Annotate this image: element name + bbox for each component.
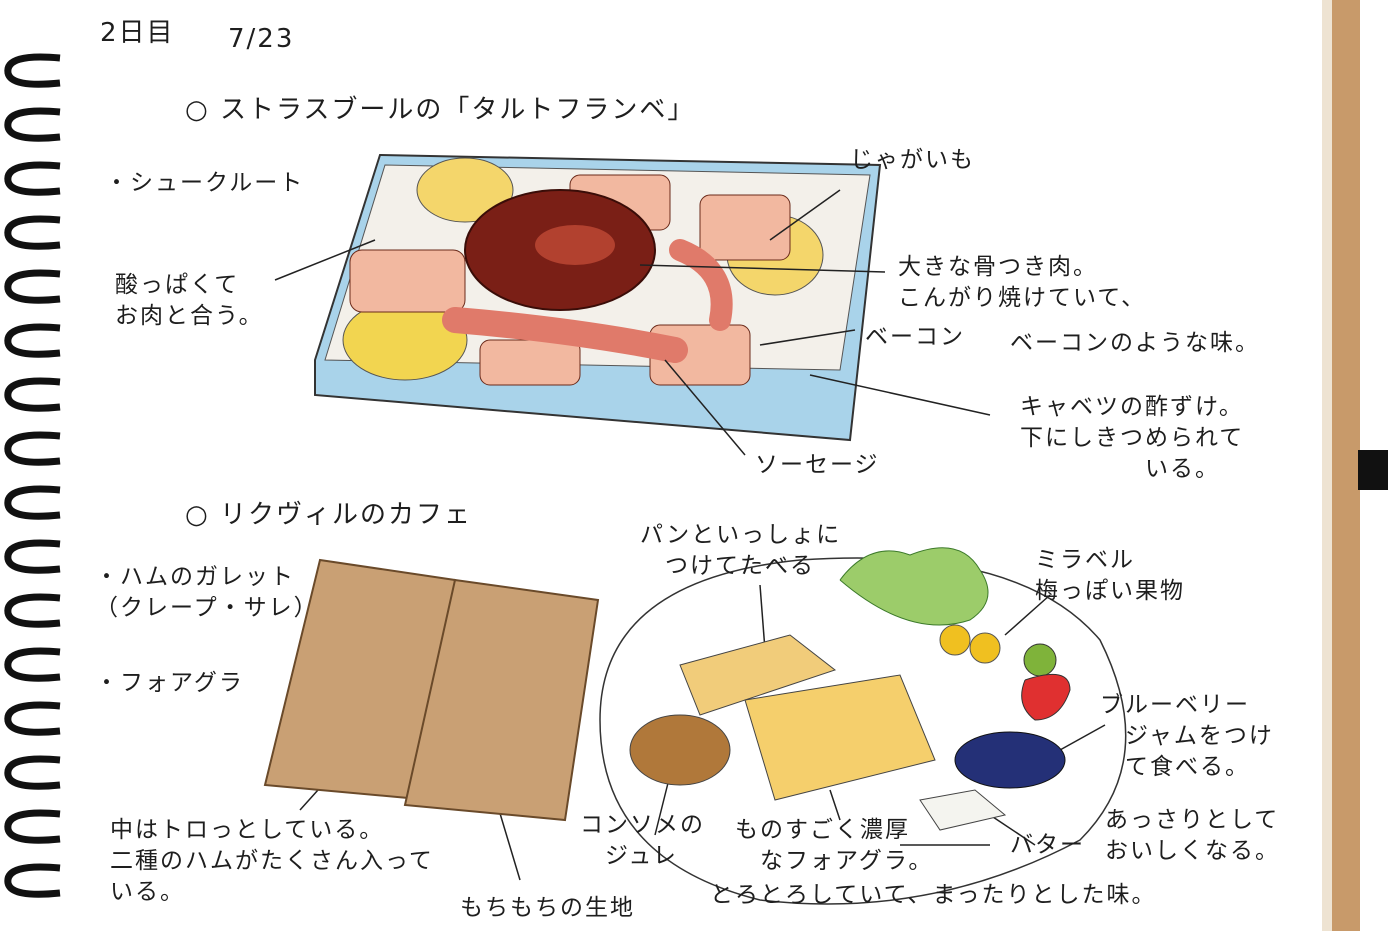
label-inside: 中はトロっとしている。 二種のハムがたくさん入って いる。 [110, 817, 434, 905]
label-meat-taste: ベーコンのような味。 [1010, 330, 1260, 356]
label-light: あっさりとして おいしくなる。 [1105, 807, 1280, 864]
section2-title: ○ リクヴィルのカフェ [185, 500, 472, 530]
spiral-binding [4, 53, 61, 898]
dish-galette: ・ハムのガレット （クレープ・サレ） [95, 564, 319, 621]
label-with-bread: パンといっしょに つけてたべる [640, 522, 842, 579]
choucroute-box [314, 153, 882, 442]
note-sour: 酸っぱくて お肉と合う。 [115, 272, 264, 329]
label-melty: とろとろしていて、まったりとした味。 [710, 882, 1157, 908]
label-rich: ものすごく濃厚 なフォアグラ。 [735, 817, 934, 874]
label-sausage: ソーセージ [755, 452, 880, 478]
label-cabbage: キャベツの酢ずけ。 下にしきつめられて いる。 [1020, 394, 1245, 482]
notebook-edge [1330, 0, 1360, 931]
foie-gras-plate [599, 547, 1127, 905]
section1-title: ○ ストラスブールの「タルトフランベ」 [185, 95, 696, 125]
label-mirabelle: ミラベル 梅っぽい果物 [1035, 547, 1185, 604]
label-potato: じゃがいも [850, 147, 975, 173]
label-butter: バター [1010, 832, 1085, 858]
label-blueberry: ブルーベリー ジャムをつけ て食べる。 [1100, 692, 1274, 780]
dish-foie-gras: ・フォアグラ [95, 670, 244, 696]
day-label: 2日目 [100, 18, 175, 48]
galette [263, 558, 600, 822]
label-bacon: ベーコン [865, 324, 965, 350]
bookmark-tab [1358, 450, 1388, 490]
dish-choucroute: ・シュークルート [105, 170, 305, 196]
label-dough: もちもちの生地 [460, 895, 635, 921]
date-label: 7/23 [228, 24, 295, 54]
label-consomme: コンソメの ジュレ [580, 812, 705, 869]
label-meat: 大きな骨つき肉。 こんがり焼けていて、 [898, 254, 1147, 311]
